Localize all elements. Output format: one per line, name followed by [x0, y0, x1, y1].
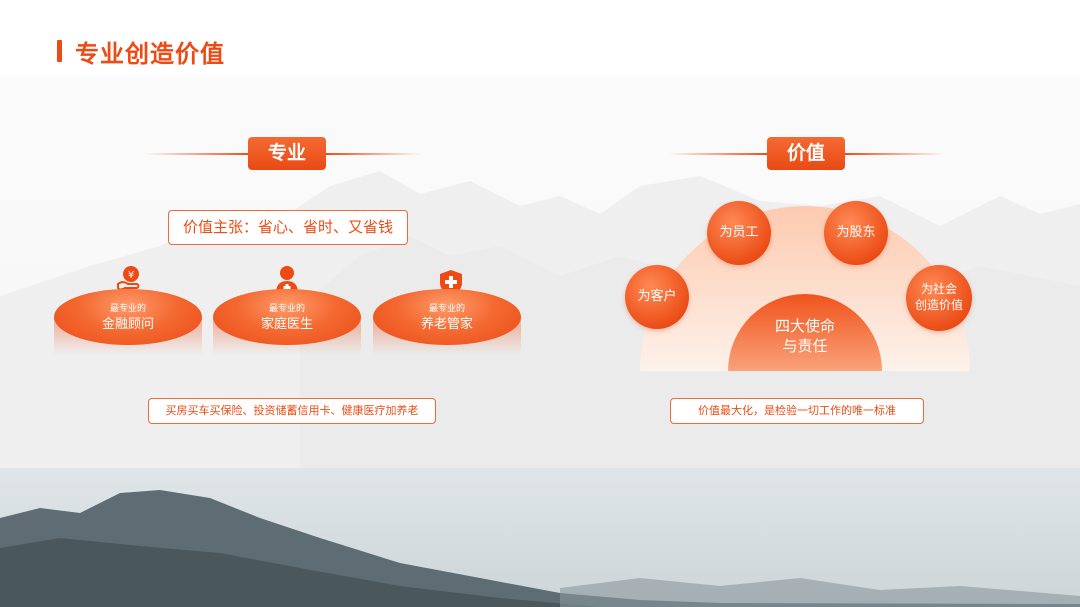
card-financial-advisor: 最专业的 金融顾问 [54, 289, 202, 355]
page-title: 专业创造价值 [75, 40, 225, 68]
section-header-professional: 专业 [248, 137, 326, 170]
header-line-left [668, 153, 768, 155]
value-proposition: 价值主张：省心、省时、又省钱 [168, 210, 408, 245]
title-accent-bar [57, 40, 62, 62]
card-label: 养老管家 [420, 317, 473, 332]
card-family-doctor: 最专业的 家庭医生 [213, 289, 361, 355]
section-header-value: 价值 [767, 137, 845, 170]
content-panel: 专业 价值主张：省心、省时、又省钱 ¥ 最专业的 金融顾问 最专业的 家庭医生 … [0, 76, 1080, 468]
circle-for-customers: 为客户 [625, 265, 689, 329]
circle-for-society: 为社会 创造价值 [906, 265, 972, 331]
header-line-left [145, 153, 250, 155]
circle-society-line-2: 创造价值 [914, 298, 963, 312]
center-line-2: 与责任 [782, 337, 828, 355]
circle-for-shareholders: 为股东 [824, 201, 888, 265]
mountain-photo [0, 468, 1080, 607]
left-caption: 买房买车买保险、投资储蓄信用卡、健康医疗加养老 [148, 398, 436, 424]
card-subtitle: 最专业的 [268, 304, 305, 314]
center-line-1: 四大使命 [774, 317, 835, 335]
circle-for-employees: 为员工 [707, 201, 771, 265]
card-subtitle: 最专业的 [109, 304, 146, 314]
right-caption: 价值最大化，是检验一切工作的唯一标准 [670, 398, 924, 424]
mountain-landscape [0, 490, 1080, 607]
circle-society-line-1: 为社会 [920, 282, 957, 296]
card-subtitle: 最专业的 [428, 304, 465, 314]
card-label: 家庭医生 [260, 317, 313, 332]
card-label: 金融顾问 [101, 317, 154, 332]
svg-text:¥: ¥ [128, 270, 134, 281]
center-mission: 四大使命 与责任 [745, 316, 865, 356]
header-line-right [326, 153, 421, 155]
header-line-right [845, 153, 945, 155]
card-elderly-butler: 最专业的 养老管家 [373, 289, 521, 355]
